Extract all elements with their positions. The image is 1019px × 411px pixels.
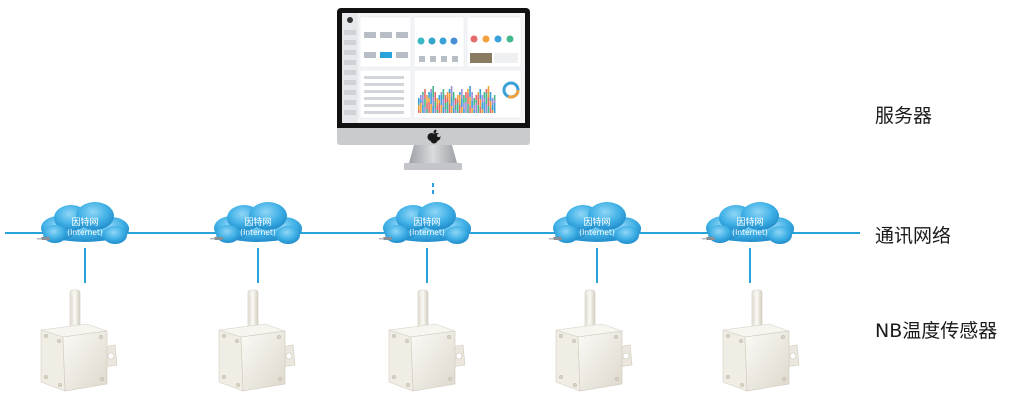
- cloud-title: 因特网: [71, 216, 98, 228]
- network-label: 通讯网络: [875, 225, 951, 247]
- temperature-sensor-icon: [388, 289, 466, 392]
- server-monitor-icon: [337, 8, 530, 170]
- internet-cloud-icon: 因特网(Internet): [37, 202, 129, 244]
- cloud-title: 因特网: [244, 216, 271, 228]
- internet-cloud-icon: 因特网(Internet): [549, 202, 641, 244]
- internet-cloud-icon: 因特网(Internet): [210, 202, 302, 244]
- cloud-subtitle: (Internet): [240, 228, 276, 237]
- cloud-subtitle: (Internet): [579, 228, 615, 237]
- cloud-subtitle: (Internet): [409, 228, 445, 237]
- server-label: 服务器: [875, 105, 932, 127]
- internet-cloud-icon: 因特网(Internet): [379, 202, 471, 244]
- cloud-subtitle: (Internet): [732, 228, 768, 237]
- internet-clouds: 因特网(Internet)因特网(Internet)因特网(Internet)因…: [37, 202, 794, 283]
- temperature-sensors: [40, 289, 800, 392]
- temperature-sensor-icon: [722, 289, 800, 392]
- temperature-sensor-icon: [40, 289, 118, 392]
- cloud-title: 因特网: [583, 216, 610, 228]
- temperature-sensor-icon: [555, 289, 633, 392]
- apple-logo-icon: [427, 129, 441, 144]
- internet-cloud-icon: 因特网(Internet): [702, 202, 794, 244]
- sensor-label: NB温度传感器: [875, 320, 997, 342]
- temperature-sensor-icon: [218, 289, 296, 392]
- cloud-subtitle: (Internet): [67, 228, 103, 237]
- cloud-title: 因特网: [736, 216, 763, 228]
- cloud-title: 因特网: [413, 216, 440, 228]
